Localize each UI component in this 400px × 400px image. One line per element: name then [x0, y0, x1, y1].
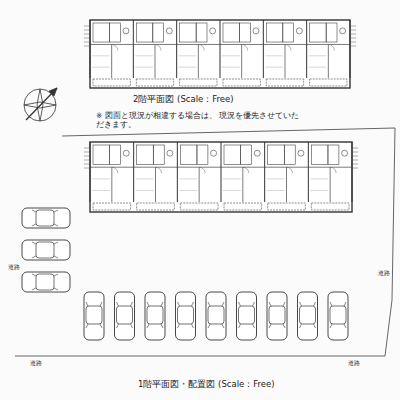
road-label: 道路: [8, 264, 20, 271]
building-outline-1f: [90, 142, 352, 212]
site-boundary: [15, 128, 395, 356]
plan-details: [84, 20, 358, 210]
road-label: 道路: [348, 360, 360, 367]
road-label: 道路: [378, 270, 390, 277]
drawing-caption: 1階平面図・配置図 (Scale：Free): [138, 380, 275, 390]
parking-cars: [22, 208, 348, 340]
note-text: ※ 図面と現況が相違する場合は、 現況を優先させていただきます。: [96, 112, 306, 129]
drawing-caption: 2階平面図 (Scale：Free): [133, 95, 234, 105]
road-label: 道路: [30, 360, 42, 367]
building-outline-2f: [90, 20, 350, 88]
compass-rose: [24, 88, 57, 121]
